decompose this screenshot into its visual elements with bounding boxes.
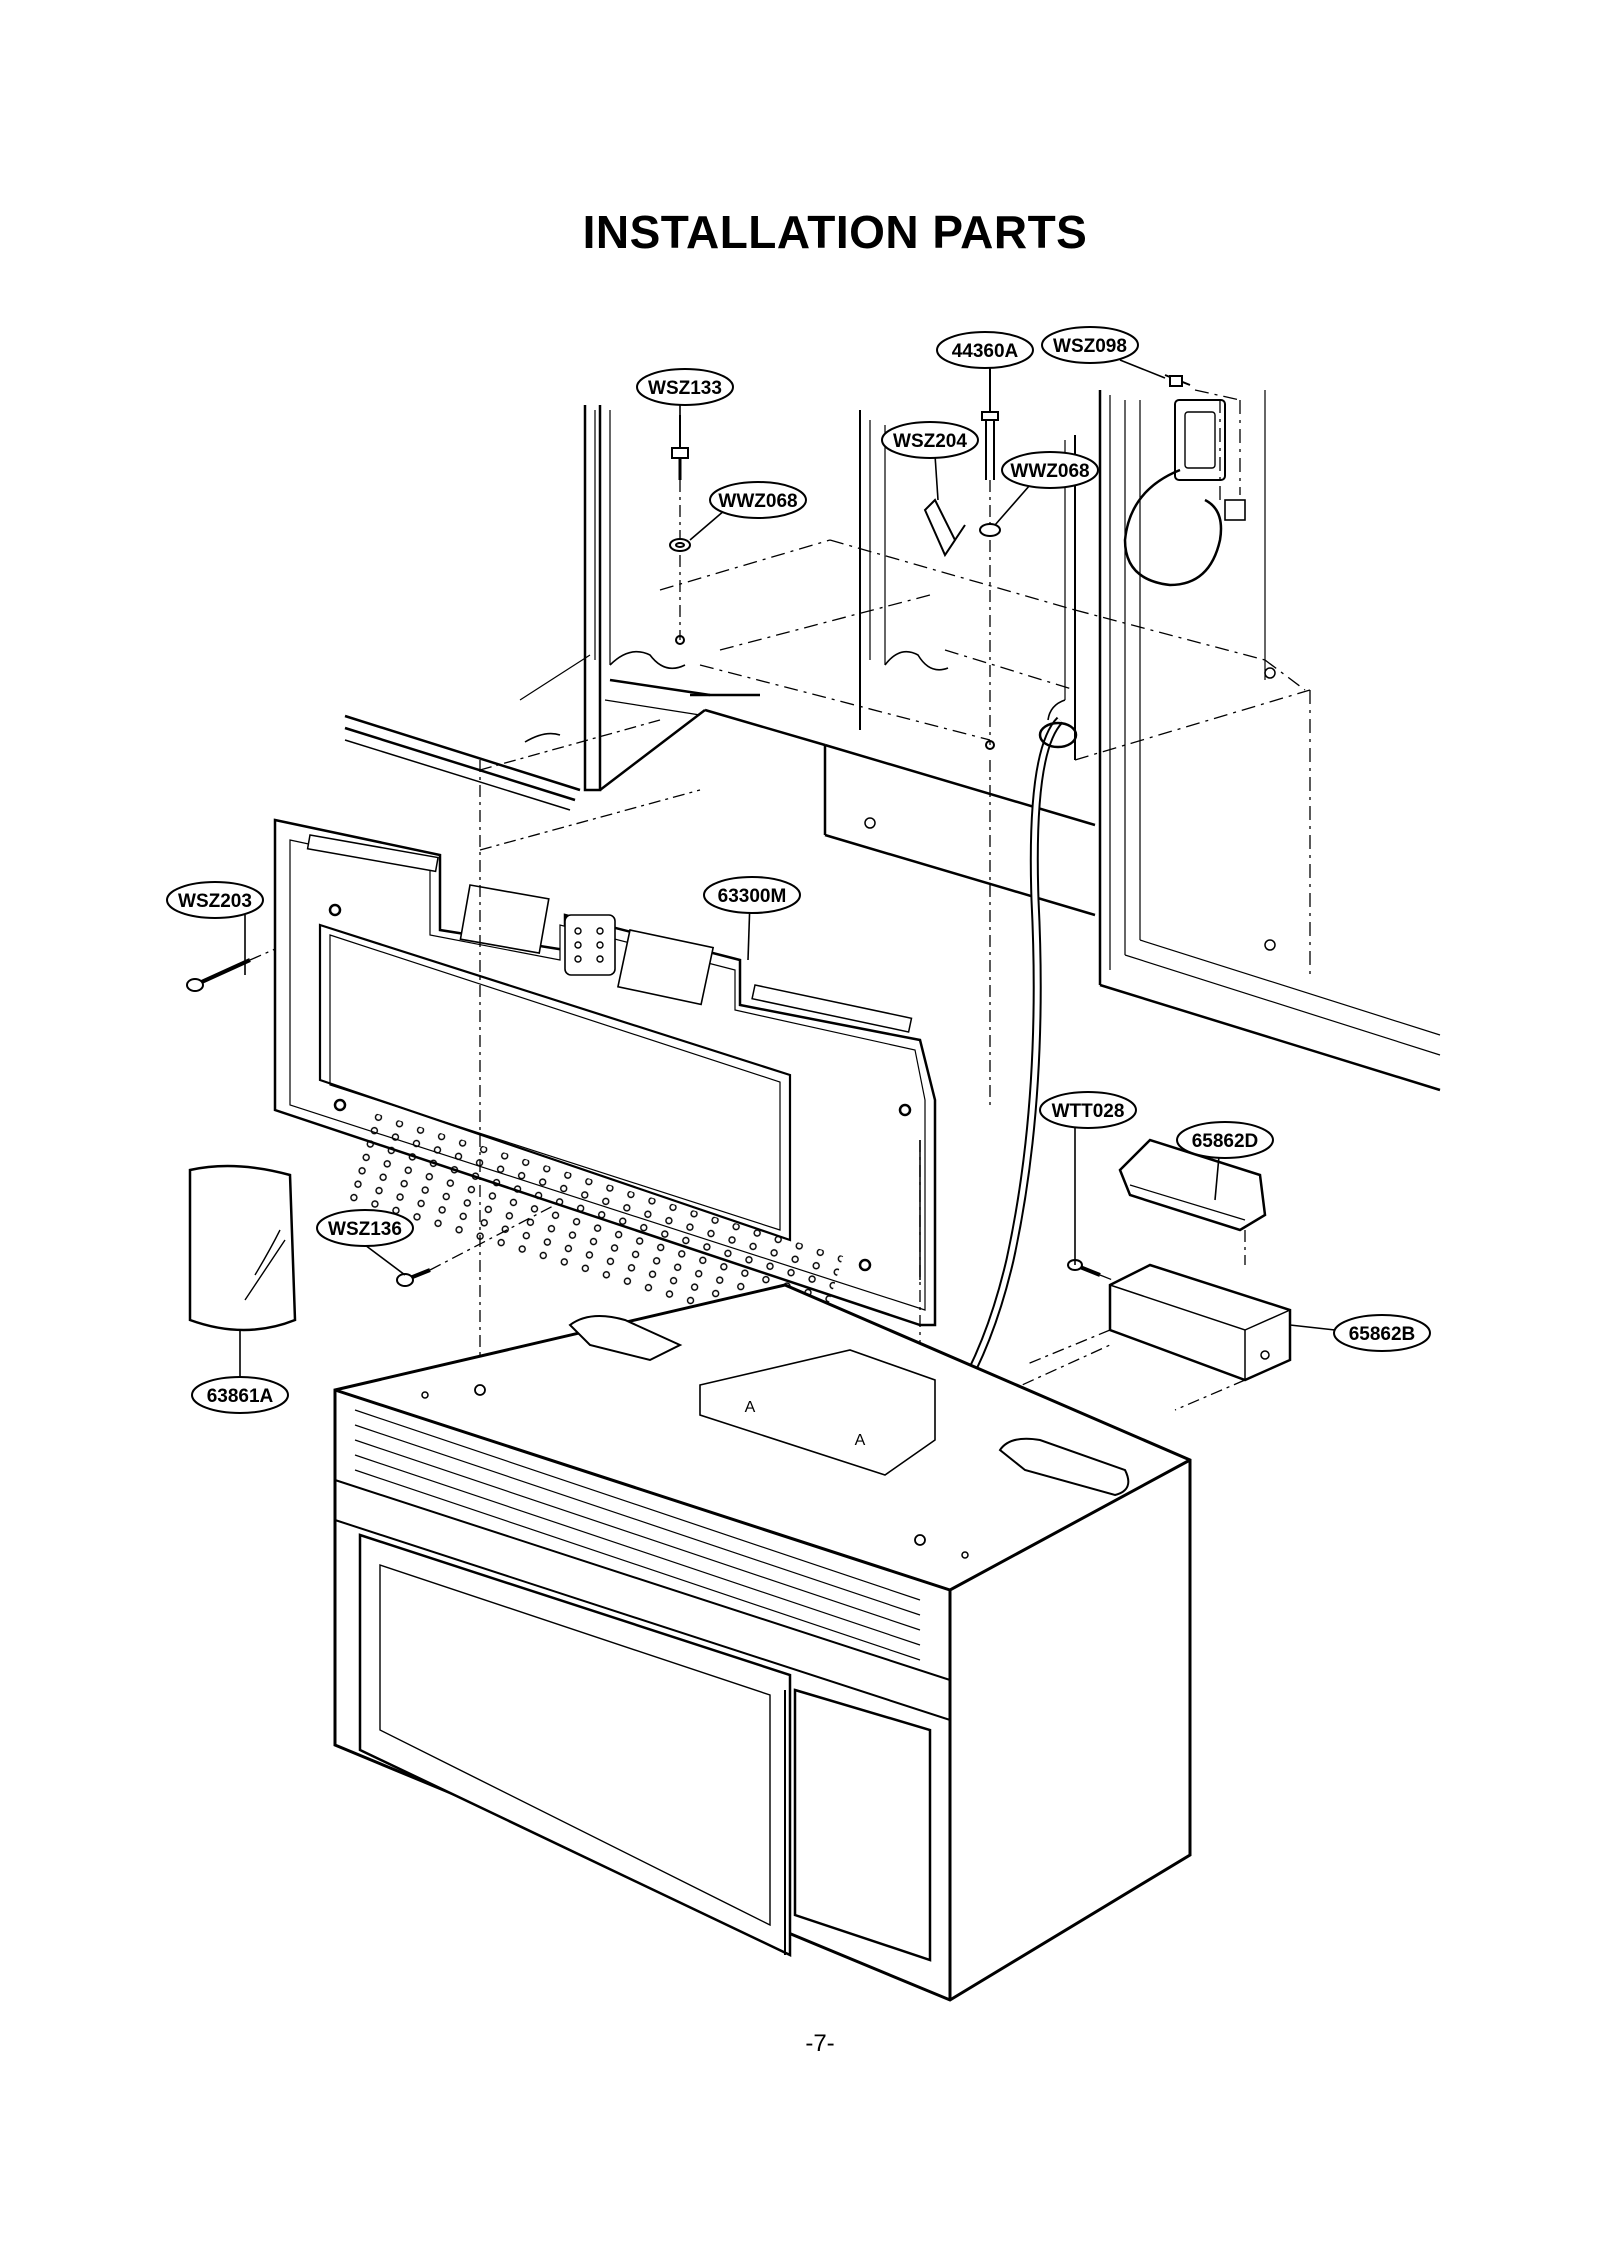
callout-wsz204: WSZ204 <box>881 421 979 459</box>
callout-wsz136: WSZ136 <box>316 1209 414 1247</box>
svg-text:WWZ068: WWZ068 <box>1010 461 1089 482</box>
wsz133-screw <box>669 415 691 645</box>
svg-text:WTT028: WTT028 <box>1052 1101 1125 1122</box>
svg-text:WSZ136: WSZ136 <box>328 1219 402 1240</box>
wall-outlet <box>1123 399 1246 587</box>
svg-text:65862D: 65862D <box>1192 1131 1259 1152</box>
left-cabinet <box>344 405 760 811</box>
callout-44360a: 44360A <box>936 331 1034 369</box>
middle-cabinet <box>704 410 1096 917</box>
wsz098-screw <box>1164 374 1191 387</box>
damper-assembly <box>1108 1138 1292 1382</box>
mounting-template-area <box>699 1349 936 1476</box>
template-mark-right: A <box>855 1432 866 1449</box>
svg-text:WSZ098: WSZ098 <box>1053 336 1127 357</box>
callout-65862b: 65862B <box>1333 1314 1431 1352</box>
44360a-bolt <box>979 368 1001 750</box>
svg-text:44360A: 44360A <box>952 341 1019 362</box>
svg-text:WSZ133: WSZ133 <box>648 378 722 399</box>
template-markers: A A <box>745 1399 866 1449</box>
callout-65862d: 65862D <box>1176 1121 1274 1159</box>
svg-text:WSZ203: WSZ203 <box>178 891 252 912</box>
callout-63861a: 63861A <box>191 1376 289 1414</box>
svg-text:63861A: 63861A <box>207 1386 274 1407</box>
svg-text:65862B: 65862B <box>1349 1324 1416 1345</box>
right-cabinet <box>1098 390 1441 1092</box>
microwave-oven <box>333 1283 1192 2002</box>
mounting-plate <box>273 818 937 1348</box>
filler-panel <box>188 1164 297 1332</box>
svg-text:WWZ068: WWZ068 <box>718 491 797 512</box>
callout-wtt028: WTT028 <box>1039 1091 1137 1129</box>
svg-text:WSZ204: WSZ204 <box>893 431 967 452</box>
page-title: INSTALLATION PARTS <box>582 206 1088 258</box>
leader-lines <box>239 359 1336 1378</box>
template-mark-left: A <box>745 1399 756 1416</box>
callout-wsz098: WSZ098 <box>1041 326 1139 364</box>
callout-wwz068-right: WWZ068 <box>1001 451 1099 489</box>
callout-63300m: 63300M <box>703 876 801 914</box>
callout-wsz133: WSZ133 <box>636 368 734 406</box>
page-number: -7- <box>805 2030 835 2057</box>
callout-wsz203: WSZ203 <box>166 881 264 919</box>
svg-text:63300M: 63300M <box>718 886 787 907</box>
damper-blade <box>1118 1138 1267 1232</box>
callout-wwz068-left: WWZ068 <box>709 481 807 519</box>
wsz204-toggle <box>923 498 966 558</box>
upper-cabinets <box>344 389 1441 1092</box>
